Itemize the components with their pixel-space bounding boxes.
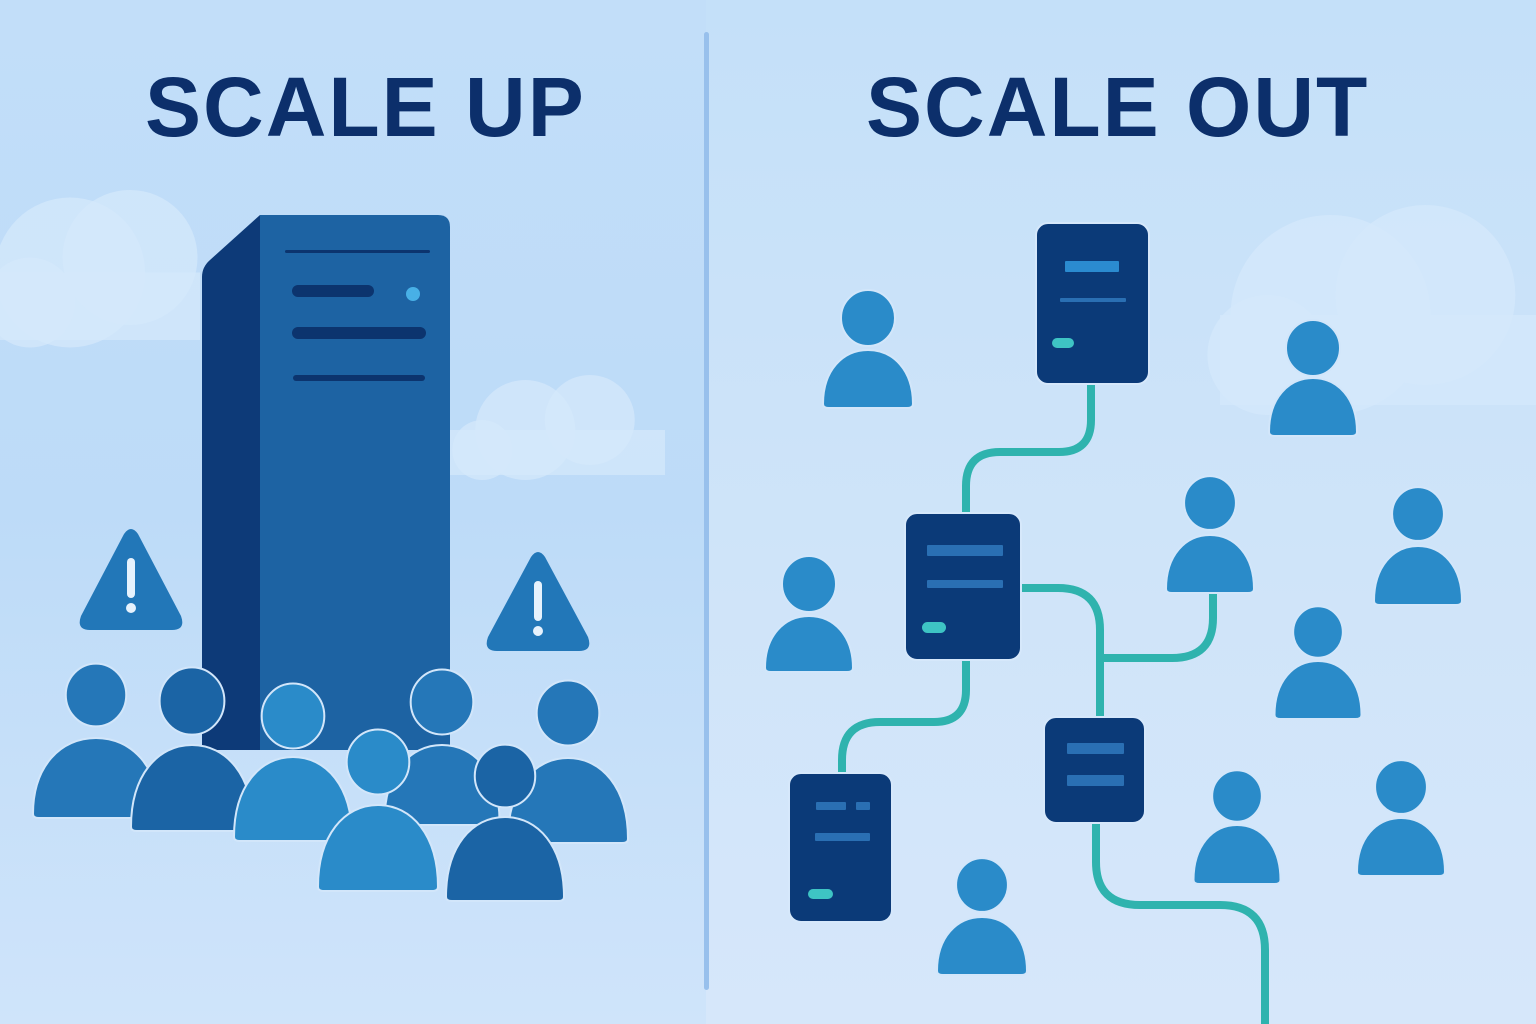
user-icon [763,555,855,673]
server-node-icon [1043,716,1146,824]
body [1267,376,1359,437]
exclamation-bar [534,581,542,621]
body [444,815,566,902]
user-icon [821,289,915,409]
server-front-face [260,215,450,750]
body [316,803,440,892]
body [1164,533,1256,594]
crowd-user-icon [383,668,501,826]
head [1374,759,1428,815]
server-node-bar [1067,775,1124,786]
user-icon [1355,759,1447,877]
warning-icon [486,552,590,651]
body [935,915,1029,976]
server-tower-icon [202,215,450,750]
head [64,662,128,728]
server-drive-bay [292,285,374,297]
head [955,857,1009,913]
server-node-icon [904,512,1022,661]
user-icon [1164,475,1256,594]
user-icon [1192,769,1282,885]
cloud-1 [0,190,200,348]
body [763,614,855,673]
server-node-bar [815,833,870,841]
body [1273,659,1363,720]
head [1285,319,1341,377]
server-node-icon [1035,222,1150,385]
connector-line [1017,584,1104,721]
exclamation-bar [127,558,135,598]
server-node-bar [1067,743,1124,754]
crowd-user-icon [506,679,630,844]
head [345,728,411,796]
head [1292,605,1344,659]
head [781,555,837,613]
user-icon [935,857,1029,976]
body [1355,816,1447,877]
server-node-body [788,772,893,923]
scale-out-title: SCALE OUT [866,60,1370,154]
exclamation-dot [533,626,543,636]
scale-up-title: SCALE UP [145,60,586,154]
user-icon [1267,319,1359,437]
head [409,668,475,736]
crowd-user-icon [31,662,161,819]
head [473,743,537,809]
user-icon [1372,486,1464,606]
server-drive-bay [292,327,426,339]
warning-icon [79,529,183,630]
crowd-user-icon [129,666,255,832]
server-node-bar [856,802,870,810]
server-node-body [1035,222,1150,385]
head [1391,486,1445,542]
head [158,666,226,736]
server-vent-line [285,250,430,253]
server-power-led [406,287,420,301]
connector-line [962,380,1095,517]
head [260,682,326,750]
server-side-face [202,215,262,750]
body [232,755,354,842]
network-connectors [838,380,1269,1024]
connector-line [1096,588,1217,662]
server-node-status-led [1052,338,1074,348]
server-node-bar [1065,261,1119,272]
server-node-bar [927,545,1003,556]
connector-line [1092,819,1269,1024]
crowd-user-icon [444,743,566,902]
user-icon [1273,605,1363,720]
crowd-user-icon [316,728,440,892]
server-vent-line [293,375,425,381]
cloud-right-1 [1207,205,1536,415]
head [1183,475,1237,531]
head [840,289,896,347]
server-node-bar [927,580,1003,588]
body [1192,823,1282,885]
connector-line [838,656,970,777]
server-node-icon [788,772,893,923]
server-node-body [1043,716,1146,824]
server-node-bar [1060,298,1126,302]
server-node-status-led [808,889,833,899]
crowd-user-icon [232,682,354,842]
server-node-bar [816,802,846,810]
cloud-2 [450,375,665,480]
server-node-status-led [922,622,946,633]
body [821,348,915,409]
body [1372,544,1464,606]
exclamation-dot [126,603,136,613]
panel-divider [704,32,709,990]
head [1211,769,1263,823]
head [535,679,601,747]
